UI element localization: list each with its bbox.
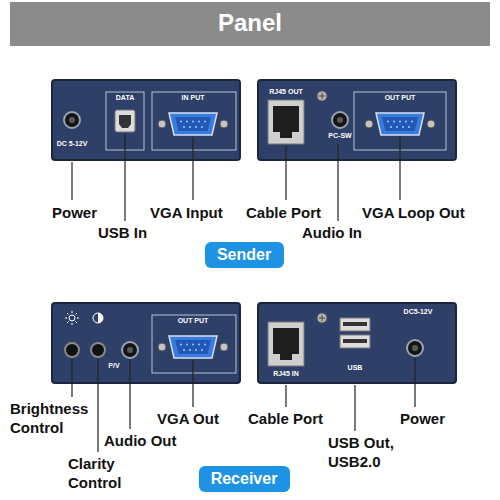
power-jack <box>64 112 80 128</box>
ground-screw <box>317 91 327 101</box>
panel-marking: P/V <box>89 362 139 370</box>
part-label: Clarity Control <box>68 455 138 493</box>
leader-lines <box>72 134 415 452</box>
part-label: Cable Port <box>248 410 323 429</box>
vga-port <box>158 336 228 358</box>
sender-front-panel <box>52 80 240 160</box>
leader-line <box>71 162 72 200</box>
part-label: Audio In <box>302 224 362 243</box>
panel-marking: DC 5-12V <box>47 140 97 148</box>
housing <box>258 80 456 160</box>
part-label: VGA Loop Out <box>362 204 465 223</box>
part-label: Cable Port <box>246 204 321 223</box>
pill-text: Sender <box>217 245 272 264</box>
panel-marking: OUT PUT <box>168 317 218 325</box>
panel-marking: IN PUT <box>168 94 218 102</box>
leader-line <box>129 360 130 429</box>
rj45-port <box>268 322 304 366</box>
part-label: VGA Input <box>150 204 223 223</box>
audio-jack <box>122 342 138 358</box>
rj45-port <box>268 100 304 144</box>
leader-line <box>71 359 72 397</box>
leader-line <box>97 359 98 452</box>
leader-line <box>124 134 125 221</box>
control-knob <box>65 343 79 357</box>
usb-a-port <box>340 318 370 331</box>
panel-marking: DATA <box>100 94 150 102</box>
brightness-icon <box>65 311 79 325</box>
control-knob <box>91 343 105 357</box>
part-label: USB Out, USB2.0 <box>328 434 408 472</box>
leader-line <box>192 137 193 200</box>
sender-rear-panel <box>258 80 456 160</box>
usb-b-socket <box>119 115 131 128</box>
panel-marking: DC5-12V <box>393 308 443 316</box>
label-pill: Sender <box>205 242 284 268</box>
vga-port <box>158 113 228 135</box>
part-label: Audio Out <box>104 432 176 451</box>
part-label: Power <box>400 410 445 429</box>
part-label: VGA Out <box>157 410 219 429</box>
brightness-icon <box>69 315 75 321</box>
receiver-front-panel <box>52 303 240 383</box>
usb-a-socket <box>343 322 367 326</box>
contrast-icon <box>93 313 103 323</box>
leader-line <box>337 144 338 221</box>
panel-marking: RJ45 OUT <box>261 88 311 96</box>
contrast-icon <box>98 313 103 323</box>
audio-jack <box>332 112 348 128</box>
ground-screw <box>317 313 327 323</box>
usb-a-port <box>340 335 370 348</box>
port-frame <box>152 315 236 373</box>
leader-line <box>399 137 400 200</box>
housing <box>52 80 240 160</box>
part-label: Power <box>52 204 97 223</box>
part-label: Brightness Control <box>10 400 98 438</box>
panel-marking: PC-SW <box>315 132 365 140</box>
pill-text: Receiver <box>211 469 278 488</box>
panel-marking: OUT PUT <box>375 94 425 102</box>
receiver-rear-panel <box>258 303 456 383</box>
leader-line <box>414 358 415 407</box>
part-label: USB In <box>98 224 147 243</box>
housing <box>52 303 240 383</box>
leader-line <box>192 360 193 407</box>
leader-line <box>285 146 286 200</box>
label-pill: Receiver <box>199 466 290 492</box>
title-text: Panel <box>10 9 490 38</box>
panel-marking: RJ45 IN <box>261 370 311 378</box>
port-frame <box>152 92 236 150</box>
title-band <box>10 2 490 46</box>
usb-a-socket <box>343 339 367 343</box>
panel-marking: USB <box>330 364 380 372</box>
leader-line <box>285 385 286 407</box>
housing <box>258 303 456 383</box>
leader-line <box>354 385 355 431</box>
vga-port <box>365 113 435 135</box>
usb-b-port <box>115 110 135 132</box>
power-jack <box>407 340 423 356</box>
